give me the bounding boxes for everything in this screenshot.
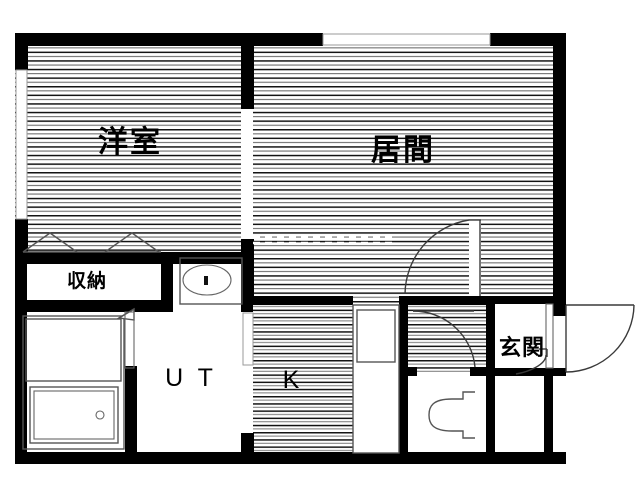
wall-hall-toilet-left (408, 367, 417, 376)
utility-floor (173, 264, 241, 452)
genkan-area (495, 303, 554, 452)
bathroom-floor (27, 312, 125, 452)
wall-ut-right-upper (241, 252, 253, 312)
living-room-door (404, 219, 481, 296)
wall-right-genkan-top (553, 304, 566, 316)
wall-hall-toilet (470, 367, 553, 376)
bathroom-outline (22, 315, 125, 450)
living-room-door-panel-bg (469, 220, 481, 296)
wall-right-living (553, 33, 566, 304)
room-label-western-room: 洋室 (98, 125, 162, 160)
entrance-door (565, 304, 635, 373)
closet-sliding-doors (22, 232, 161, 253)
western-room-left-window (15, 69, 28, 220)
wall-top-left (15, 33, 243, 46)
genkan-frame (545, 303, 554, 369)
washbasin-counter (179, 257, 243, 305)
bathroom (22, 307, 135, 452)
walls (15, 33, 566, 464)
utility-room (173, 257, 243, 452)
toilet-fixture (428, 391, 475, 439)
wall-kitchen-right (399, 305, 408, 453)
wall-genkan-right-inner (544, 368, 553, 452)
room-floor-hatching (15, 33, 566, 464)
genkan-inner-door (515, 348, 548, 375)
wall-top-mid (243, 33, 323, 46)
kitchen-counter (353, 305, 399, 453)
room-label-closet: 収納 (67, 269, 107, 292)
wall-genkan-left (486, 304, 495, 368)
wall-bath-ut (125, 366, 137, 464)
washbasin-drain (204, 276, 208, 285)
door-swings (404, 219, 635, 375)
hallway-floor (408, 304, 488, 374)
wall-closet-bottom (15, 300, 173, 312)
wall-left-upper (15, 33, 28, 70)
living-room-floor (253, 33, 566, 304)
bathtub-drain (95, 410, 105, 420)
wall-closet-right (161, 252, 173, 312)
wall-left-lower (15, 219, 28, 252)
bathroom-door-track (124, 311, 135, 369)
wall-hall-top (408, 296, 553, 305)
washbasin-bowl (182, 264, 232, 296)
room-label-kitchen: K (283, 366, 304, 394)
genkan-step (495, 415, 544, 452)
wall-kitchen-top (253, 296, 353, 305)
wall-top-right (490, 33, 566, 46)
wall-center-upper (241, 33, 254, 109)
kitchen-left-window (242, 312, 254, 366)
windows (15, 33, 491, 366)
bathtub-inner (33, 390, 115, 440)
room-label-utility: U T (165, 364, 217, 392)
wall-bottom (15, 452, 566, 464)
closet-interior (22, 232, 161, 300)
kitchen-fixtures (352, 304, 400, 454)
living-room-top-window (322, 33, 491, 46)
closet-floor (27, 264, 161, 300)
wall-closet-top (15, 252, 173, 264)
western-room-floor (15, 33, 241, 252)
room-labels: 洋室 居間 収納 U T K 玄関 (67, 125, 545, 394)
wall-right-genkan-bottom (553, 368, 566, 376)
shower-area (25, 318, 122, 382)
genkan-floor (495, 304, 553, 368)
room-label-living-room: 居間 (371, 133, 435, 168)
kitchen-floor (253, 304, 353, 464)
hallway-door (412, 310, 476, 368)
bathtub-outer (29, 386, 119, 444)
kitchen-sink (356, 309, 396, 363)
toilet-room (408, 376, 486, 452)
wall-hall-topleft (399, 296, 408, 305)
kitchen-counter-outline (352, 304, 400, 454)
room-label-genkan: 玄関 (499, 335, 545, 361)
